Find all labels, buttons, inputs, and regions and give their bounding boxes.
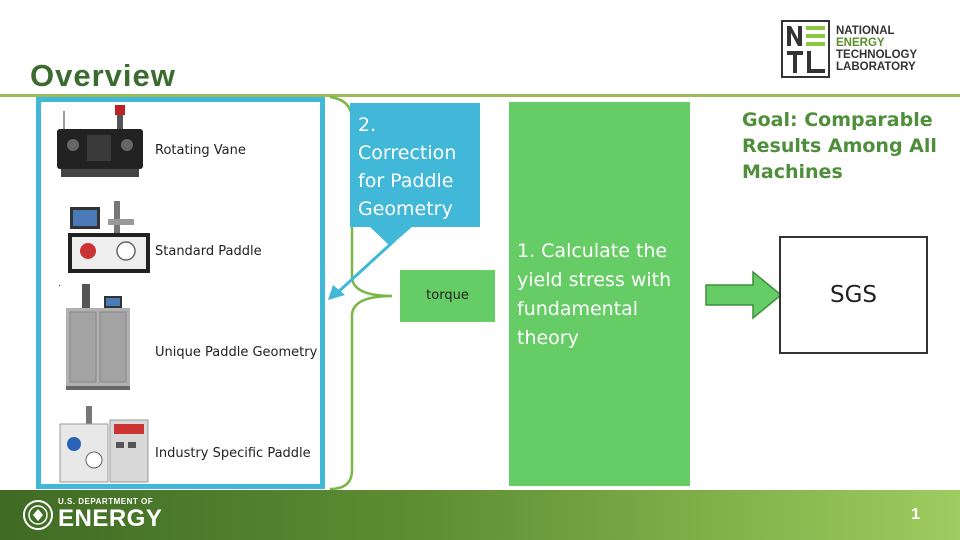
- machine-label-standard-paddle: Standard Paddle: [155, 244, 262, 259]
- netl-logo: NATIONAL ENERGY TECHNOLOGY LABORATORY: [781, 20, 941, 80]
- torque-box: [400, 270, 495, 322]
- sgs-label: SGS: [829, 282, 878, 308]
- machine-label-unique-paddle: Unique Paddle Geometry: [155, 345, 318, 360]
- correction-callout-box: [350, 103, 480, 227]
- stray-dot: .: [58, 278, 62, 289]
- logo-line-energy: ENERGY: [836, 37, 885, 49]
- correction-arrowhead: [328, 285, 345, 300]
- title-underline: [0, 94, 960, 97]
- right-arrow-icon: [705, 270, 783, 320]
- slide-title: Overview: [30, 58, 176, 93]
- correction-arrow-line: [334, 238, 397, 296]
- page-number: 1: [911, 506, 920, 523]
- standard-paddle-machine-image: [68, 201, 150, 273]
- sgs-box: [779, 236, 928, 354]
- netl-mark-icon: [781, 20, 830, 78]
- step1-box: [509, 102, 690, 486]
- goal-text: Goal: Comparable Results Among All Machi…: [742, 109, 937, 183]
- unique-paddle-machine-image: [66, 284, 130, 390]
- machines-panel: [36, 97, 325, 489]
- footer-bar: [0, 490, 960, 540]
- logo-line-national: NATIONAL: [836, 25, 895, 37]
- machine-label-industry-paddle: Industry Specific Paddle: [155, 446, 311, 461]
- doe-text-big: ENERGY: [58, 505, 163, 532]
- step1-text: 1. Calculate the yield stress with funda…: [517, 240, 672, 349]
- torque-label: torque: [426, 288, 469, 303]
- logo-line-technology: TECHNOLOGY: [836, 49, 918, 61]
- machine-label-rotating-vane: Rotating Vane: [155, 143, 246, 158]
- logo-line-laboratory: LABORATORY: [836, 61, 916, 73]
- callout-pointer: [370, 227, 412, 246]
- doe-text-small: U.S. DEPARTMENT OF: [58, 497, 154, 506]
- doe-seal-icon: [23, 500, 53, 530]
- industry-paddle-machine-image: [59, 406, 149, 483]
- correction-callout-text: 2. Correction for Paddle Geometry: [358, 114, 457, 220]
- rotating-vane-machine-image: [57, 105, 143, 177]
